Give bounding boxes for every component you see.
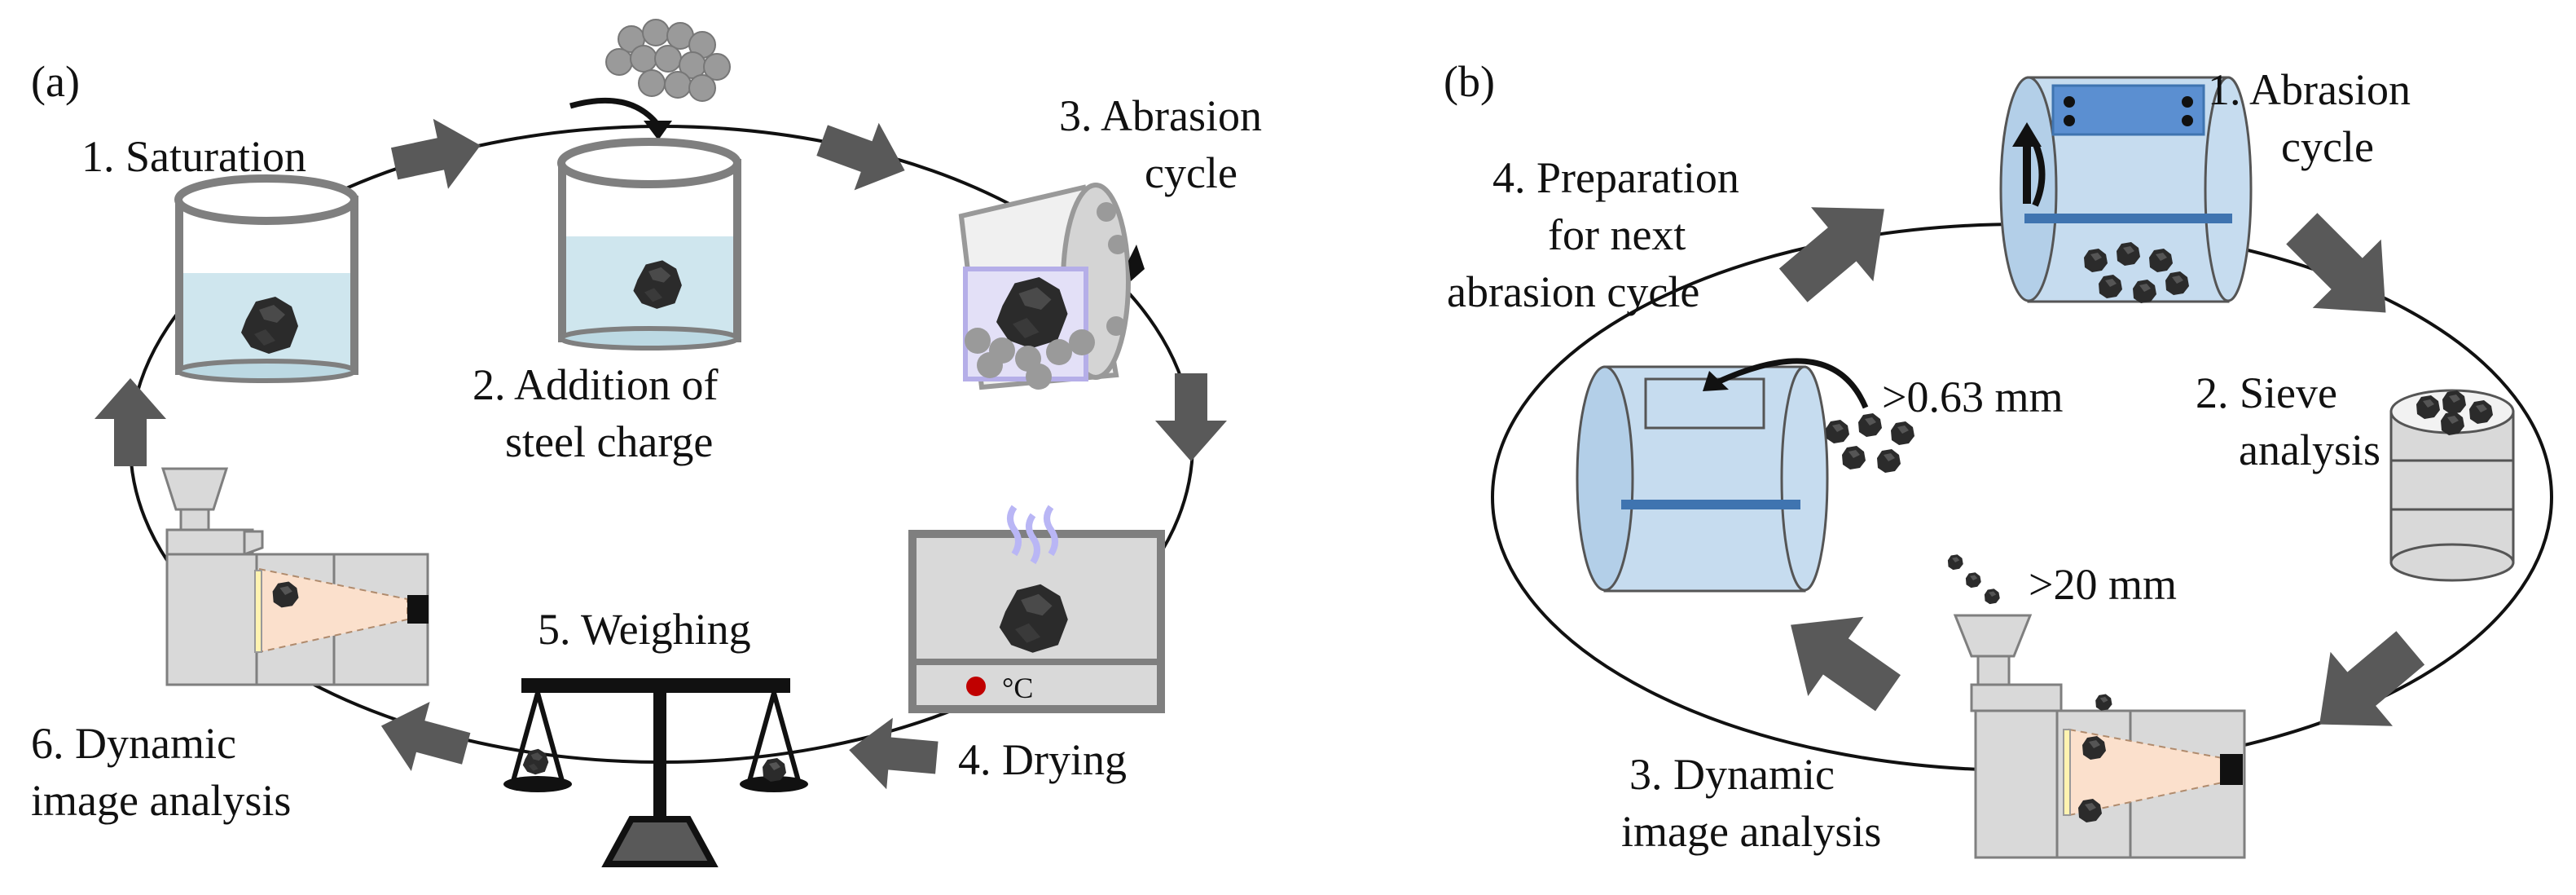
b-step-4-label-line2: for next xyxy=(1548,210,1686,259)
heat-indicator xyxy=(966,677,986,696)
b-step-2-label-line2: analysis xyxy=(2239,425,2380,474)
oven-unit: °C xyxy=(1002,672,1033,704)
beaker-icon xyxy=(178,179,354,381)
b-step-1-label-line1: 1. Abrasion xyxy=(2208,65,2411,114)
arrow-icon xyxy=(2267,194,2420,346)
rock-icon xyxy=(1891,421,1914,445)
size-large-label: >0.63 mm xyxy=(1882,373,2063,421)
b-step-4-label-line1: 4. Preparation xyxy=(1492,153,1739,202)
b-step-3-label-line2: image analysis xyxy=(1621,807,1881,856)
step-1-label: 1. Saturation xyxy=(81,132,306,181)
panel-a-label: (a) xyxy=(31,57,80,106)
b-step-3-label-line1: 3. Dynamic xyxy=(1629,750,1835,799)
rock-icon xyxy=(1842,446,1866,470)
arrow-icon xyxy=(644,121,672,140)
rock-icon xyxy=(1966,572,1981,588)
sieve-stack-icon xyxy=(2391,390,2513,580)
step-3-label-line2: cycle xyxy=(1145,148,1237,197)
arrow-icon xyxy=(846,714,939,793)
step-5-label: 5. Weighing xyxy=(538,605,751,654)
b-step-4-label-line3: abrasion cycle xyxy=(1447,267,1699,316)
size-small-label: >20 mm xyxy=(2029,560,2177,609)
panel-b: (b) 1. Abrasion xyxy=(1444,57,2552,858)
rock-icon xyxy=(2095,694,2112,711)
step-2-label-line1: 2. Addition of xyxy=(473,360,719,409)
arrow-icon xyxy=(1155,373,1227,461)
panel-b-label: (b) xyxy=(1444,57,1495,106)
arrow-icon xyxy=(2288,611,2442,761)
arrow-icon xyxy=(372,691,476,783)
step-6-label-line1: 6. Dynamic xyxy=(31,719,236,768)
scale-icon xyxy=(503,678,808,864)
arrow-icon xyxy=(387,110,488,199)
arrow-icon xyxy=(1763,585,1916,733)
beaker-icon xyxy=(561,142,737,348)
step-4-label: 4. Drying xyxy=(958,735,1127,784)
drum-icon xyxy=(961,185,1145,390)
arrow-icon xyxy=(1762,172,1915,323)
rock-icon xyxy=(1877,449,1901,473)
drum-icon xyxy=(1577,367,1827,591)
step-2-label-line2: steel charge xyxy=(505,417,713,466)
rock-icon xyxy=(1858,413,1882,437)
panel-a: (a) 1. Saturation xyxy=(31,20,1262,864)
step-6-label-line2: image analysis xyxy=(31,776,291,825)
step-3-label-line1: 3. Abrasion xyxy=(1059,91,1262,140)
steel-balls-icon xyxy=(606,20,730,101)
rock-icon xyxy=(1826,420,1849,443)
b-step-1-label-line2: cycle xyxy=(2281,122,2374,171)
camera-icon xyxy=(2220,754,2243,785)
camera-icon xyxy=(407,595,429,624)
arrow-icon xyxy=(810,107,917,205)
arrow-icon xyxy=(95,378,166,466)
image-analyzer-icon xyxy=(163,469,429,685)
oven-icon: °C xyxy=(912,507,1161,709)
rock-icon xyxy=(1985,589,2000,604)
b-step-2-label-line1: 2. Sieve xyxy=(2196,368,2337,417)
pour-arrow xyxy=(570,100,656,122)
rock-icon xyxy=(1948,554,1963,570)
